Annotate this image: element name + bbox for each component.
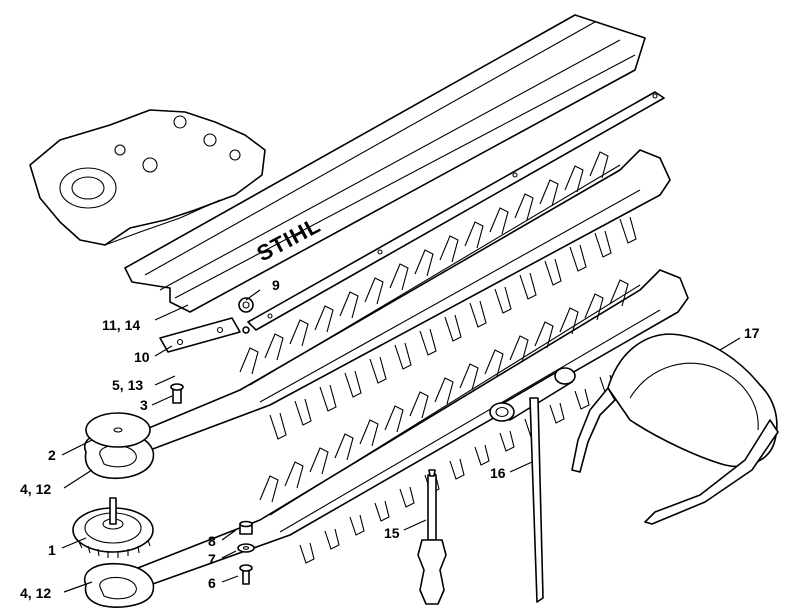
callout-11-14: 11, 14: [102, 317, 140, 333]
callout-5-13: 5, 13: [112, 377, 143, 393]
nut: [238, 297, 254, 334]
washer-7: [237, 543, 255, 553]
callout-4-12-top: 4, 12: [20, 481, 51, 497]
gear-wheel: [72, 497, 154, 558]
blade-guard: STIHL: [124, 14, 646, 313]
callout-6: 6: [208, 575, 216, 591]
support-bar: [247, 91, 665, 331]
callout-10: 10: [134, 349, 150, 365]
spacer-sleeve: [239, 520, 253, 535]
callout-3: 3: [140, 397, 148, 413]
lower-cutting-blade: [83, 269, 689, 608]
callout-4-12-bottom: 4, 12: [20, 585, 51, 601]
gear-housing: [29, 109, 266, 246]
callout-8: 8: [208, 533, 216, 549]
callout-7: 7: [208, 551, 216, 567]
callout-2: 2: [48, 447, 56, 463]
callout-16: 16: [490, 465, 506, 481]
pressure-plate: [159, 317, 241, 353]
screw-3: [170, 383, 184, 404]
combination-wrench: [489, 367, 576, 603]
screwdriver: [417, 469, 447, 605]
callout-17: 17: [744, 325, 760, 341]
screw-6: [239, 564, 253, 585]
callout-1: 1: [48, 542, 56, 558]
disc-washer: [85, 412, 151, 448]
leader-lines: [61, 289, 741, 593]
callout-15: 15: [384, 525, 400, 541]
callout-9: 9: [272, 277, 280, 293]
safety-glasses: [571, 333, 779, 525]
callout-labels: 9 11, 14 10 5, 13 3 2 4, 12 1 8 7 6 4, 1…: [20, 277, 760, 601]
